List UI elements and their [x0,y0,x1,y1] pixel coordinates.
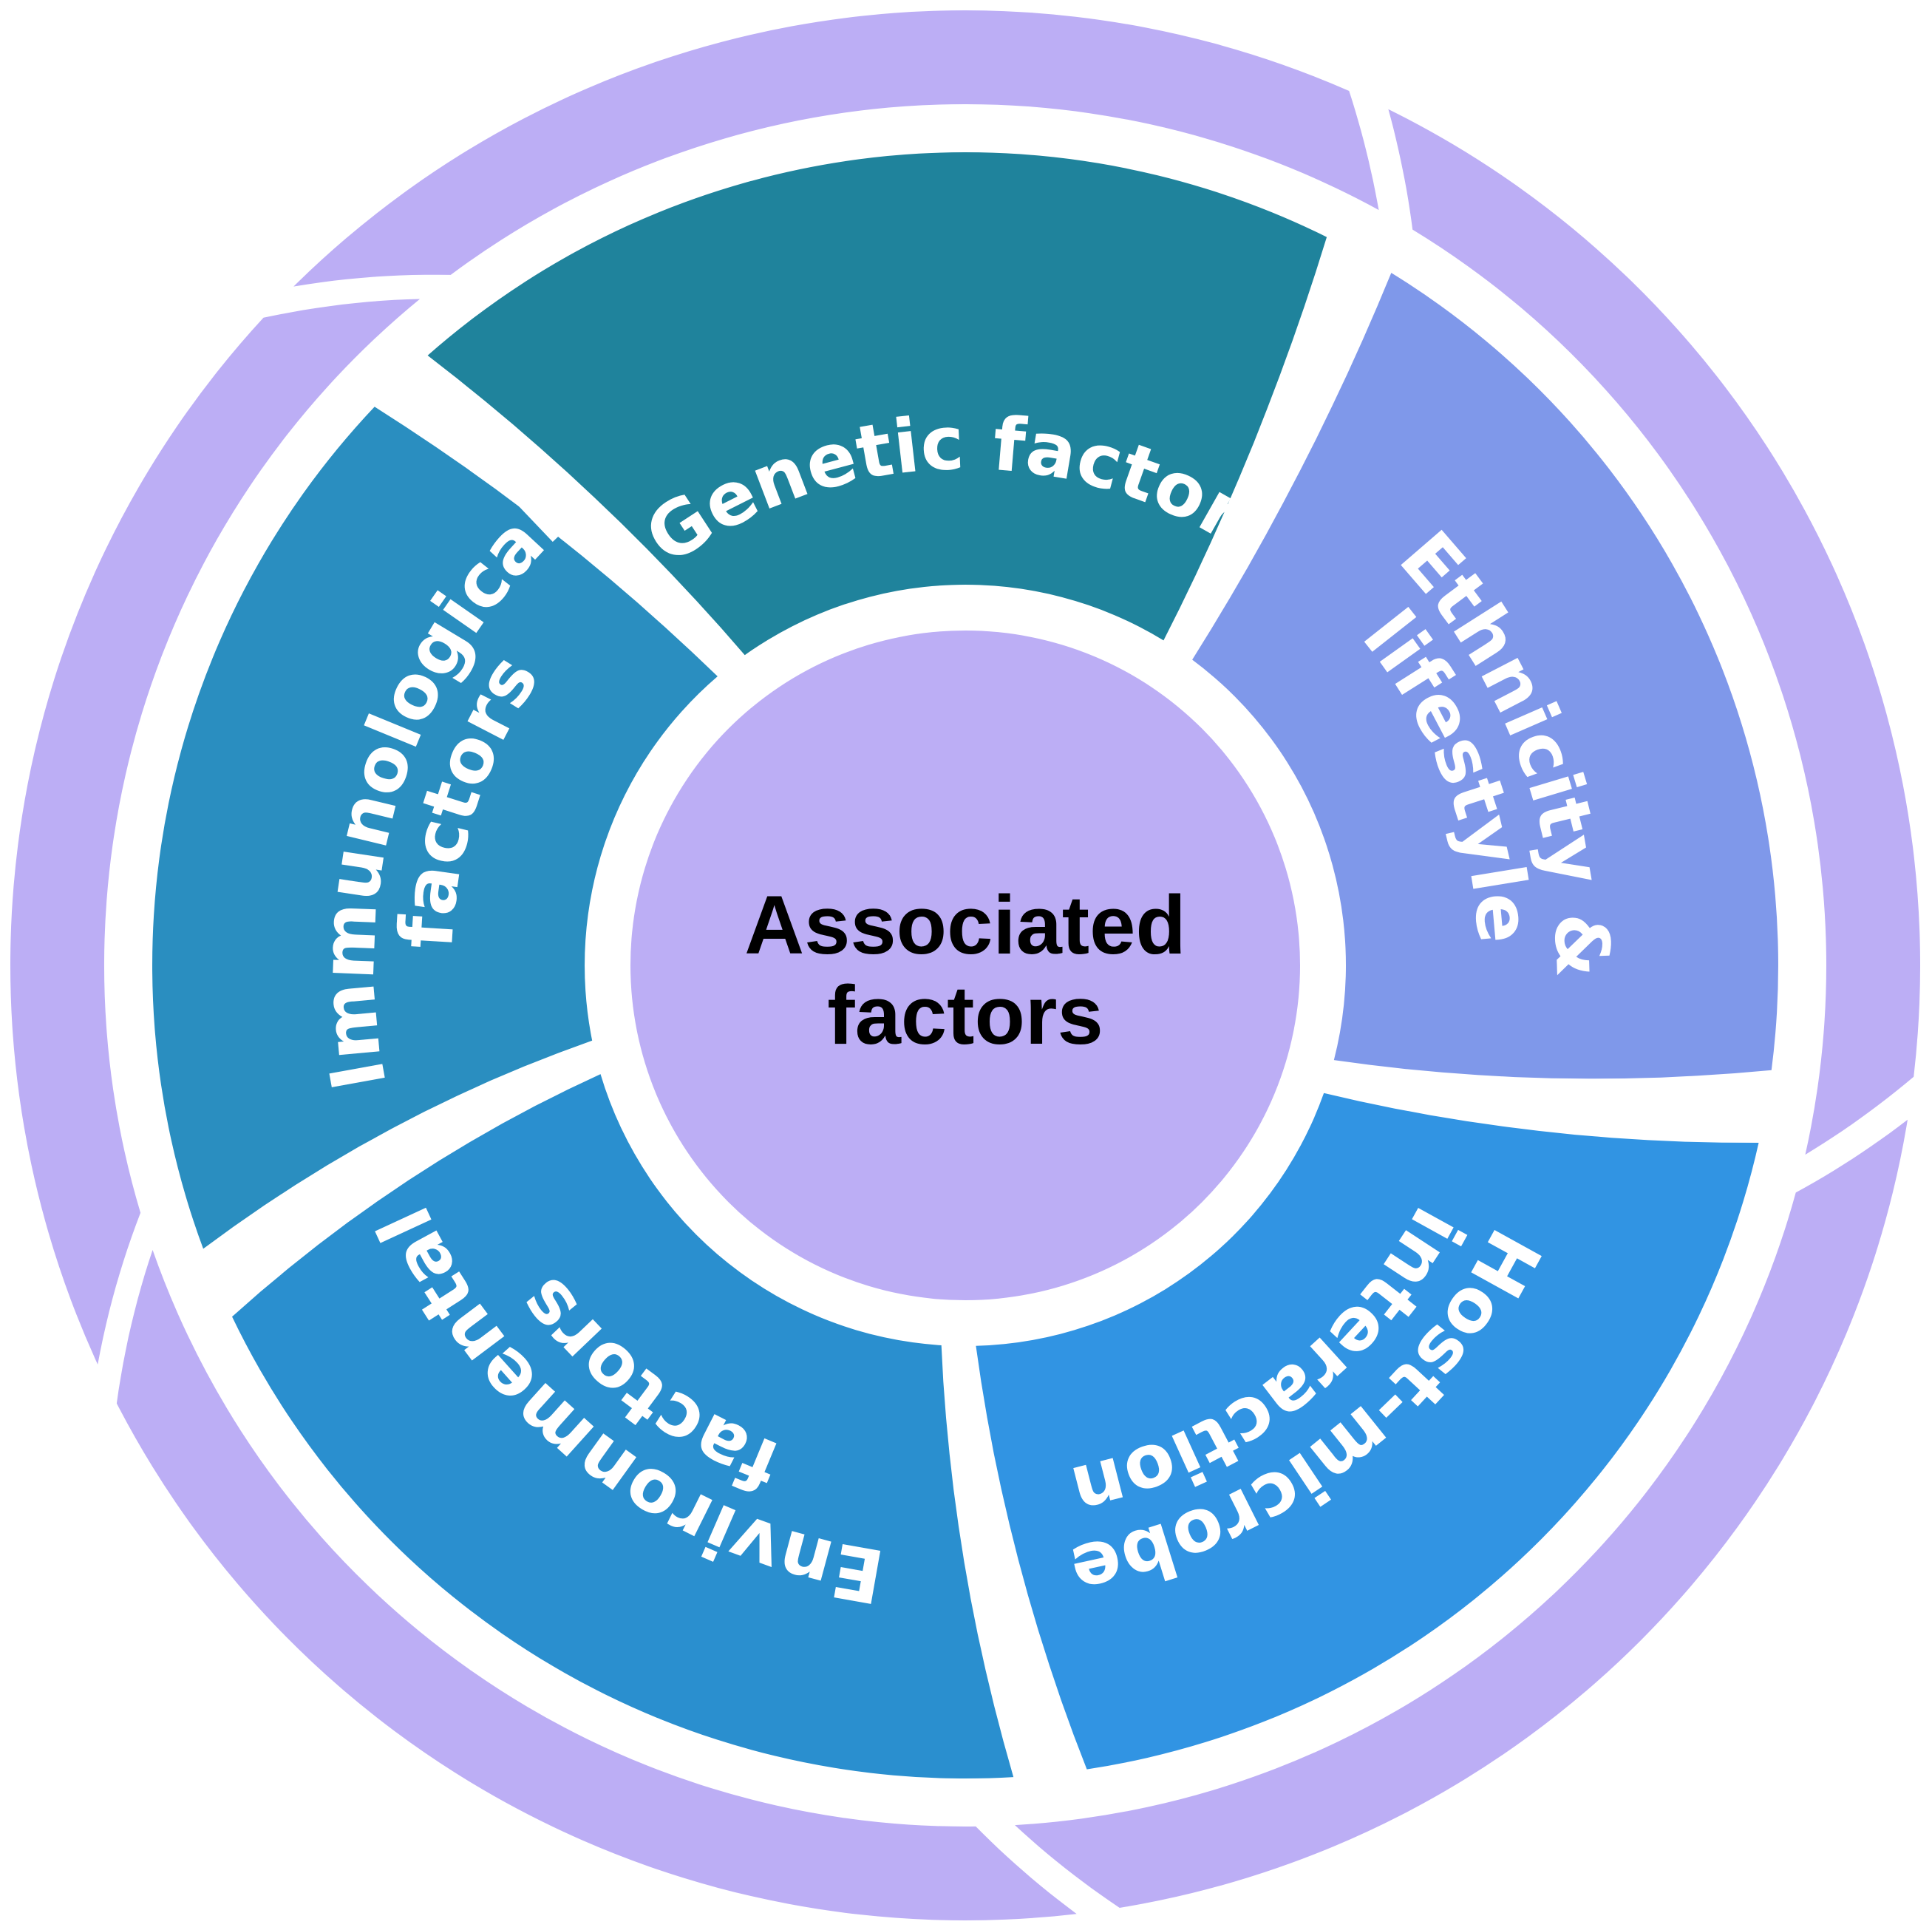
center-label-line1: Associated [744,879,1186,971]
outer-ring-arc [293,10,1379,287]
outer-ring-arc [1388,109,1921,1155]
segment-ethnicity [1192,273,1778,1079]
outer-ring-arc [116,1250,1077,1921]
outer-ring [10,10,1921,1921]
segment-environmental [232,1074,1014,1779]
center-circle [630,631,1300,1300]
segment-genetic [427,152,1327,656]
outer-ring-arc [1015,1119,1908,1908]
outer-ring-arc [10,299,421,1365]
segment-immunological [152,407,718,1249]
center-label-line2: factors [827,969,1103,1061]
segment-host-microbe [976,1093,1759,1770]
